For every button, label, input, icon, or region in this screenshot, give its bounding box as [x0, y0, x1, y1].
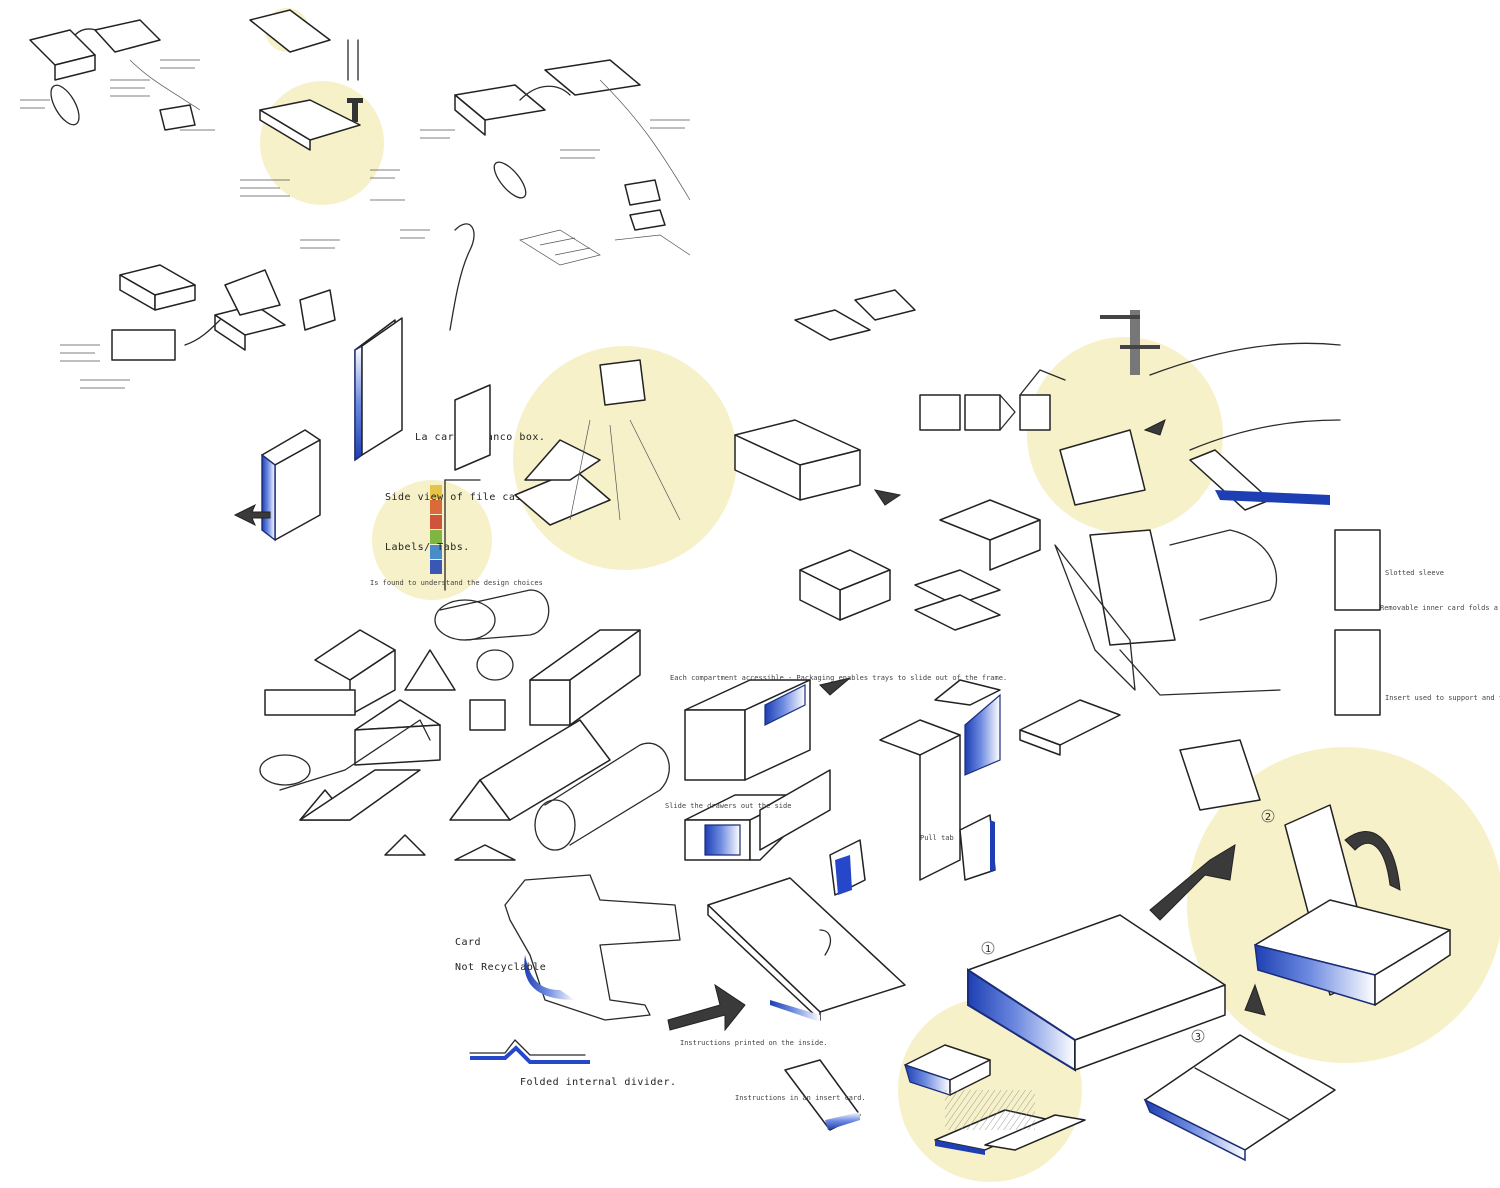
card-label: Card [455, 937, 481, 948]
small-sleeve-sketch [904, 1044, 1086, 1155]
standing-box-sketch [233, 429, 321, 542]
internal-divider-sketch: Folded internal divider. [469, 1039, 677, 1088]
tabs-label: Labels/ Tabs. [385, 542, 470, 553]
tabs-note2: Is found to understand the design choice… [370, 579, 543, 587]
instructions-note2: Instructions in an insert card. [735, 1094, 866, 1102]
fold-open-sketch [1059, 342, 1341, 511]
open-lid-sketch: 2 [1244, 804, 1451, 1016]
main-box-sketch: 1 [967, 844, 1236, 1072]
step-3-label: 3 [1195, 1032, 1202, 1043]
instruction-card-sketch: Instructions printed on the inside. Inst… [680, 1039, 866, 1131]
tall-box-sketch: La carte blanco box. [354, 317, 545, 462]
step-2-label: 2 [1265, 812, 1272, 823]
card-note: Not Recyclable [455, 962, 546, 973]
drawer-note: Slide the drawers out the side [665, 802, 791, 810]
second-row-sketches [60, 223, 691, 389]
lid-tray-sketch [454, 359, 902, 526]
flat-lid-sketch [707, 877, 906, 1022]
card-net-sketch: Card Not Recyclable [455, 874, 746, 1032]
sleeve-note2: Removable inner card folds a triangle tr… [1380, 604, 1500, 612]
step-1-label: 1 [985, 944, 992, 955]
geometric-forms [259, 589, 670, 861]
hinge-diagram [794, 289, 1160, 431]
sleeve-note3: Insert used to support and to maintain t… [1385, 694, 1500, 702]
sleeve-sketches: Slotted sleeve Removable inner card fold… [799, 499, 1500, 811]
divider-label: Folded internal divider. [520, 1077, 677, 1088]
tabs-note: Side view of file case [385, 492, 528, 503]
tray-box-sketch: 3 [1143, 1029, 1336, 1162]
sleeve-note: Slotted sleeve [1385, 569, 1444, 577]
compartment-note: Each compartment accessible - Packaging … [670, 674, 1007, 682]
file-tabs-sketch: Side view of file case Labels/ Tabs. Is … [370, 479, 543, 591]
handle-note: Pull tab [920, 834, 954, 842]
drawer-box-sketches: Each compartment accessible - Packaging … [665, 674, 1007, 896]
top-left-sketches [20, 9, 691, 231]
instructions-note: Instructions printed on the inside. [680, 1039, 828, 1047]
